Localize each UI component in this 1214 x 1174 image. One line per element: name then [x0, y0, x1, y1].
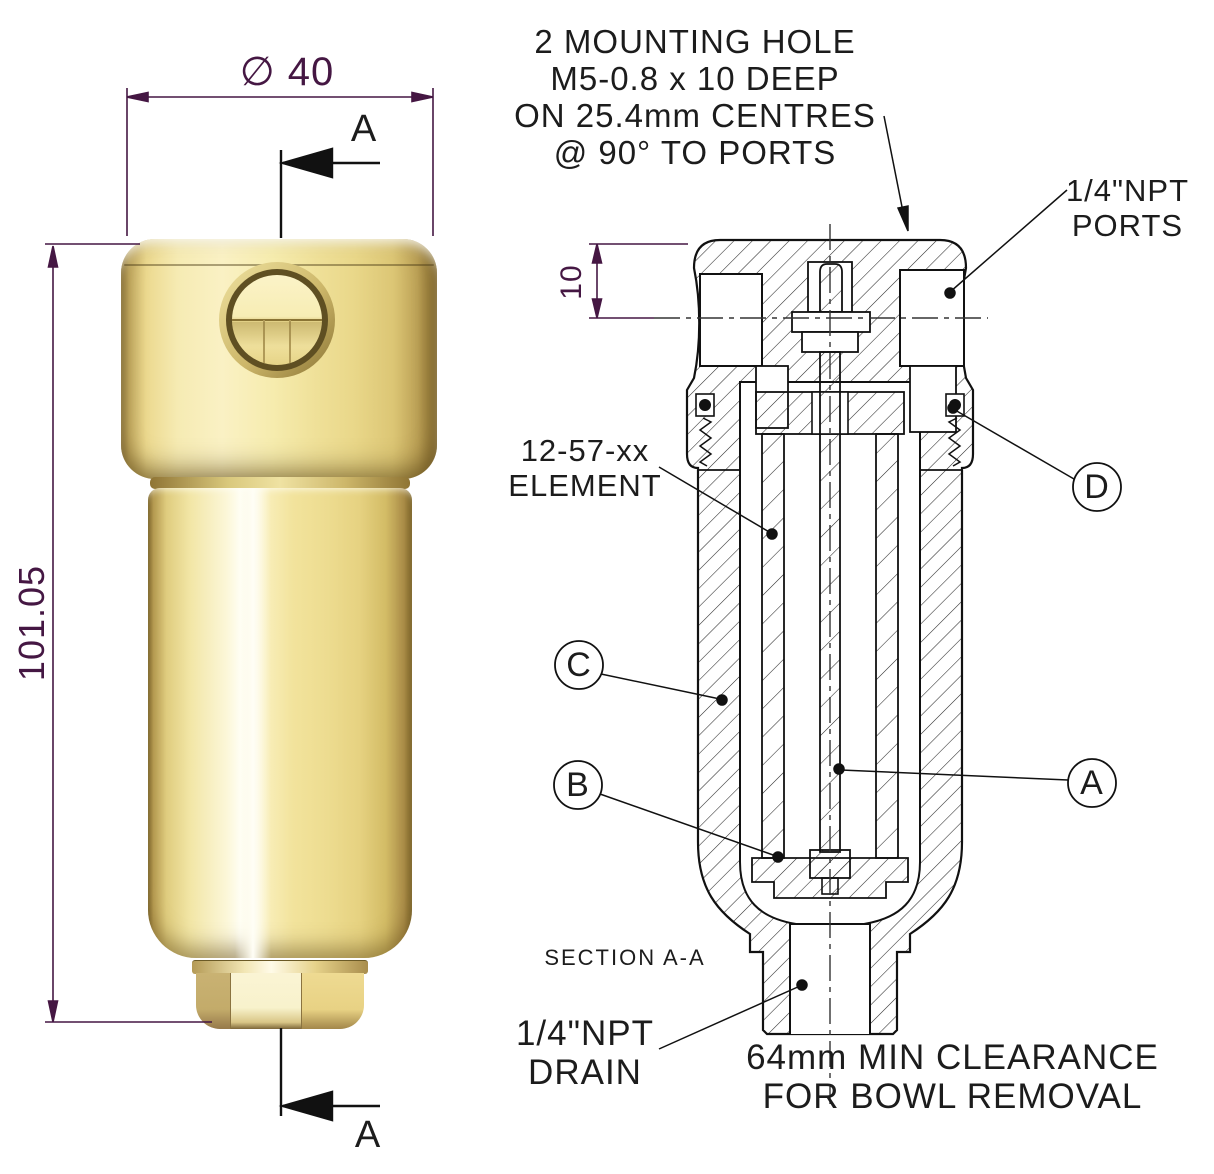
ports-label-line2: PORTS: [1071, 207, 1184, 243]
ports-label-line1: 1/4"NPT: [1065, 173, 1190, 208]
element-wall-left: [761, 433, 785, 859]
dim-height-label: 101.05: [11, 564, 52, 682]
thread-left: [698, 417, 713, 467]
section-marker-a-top: A: [350, 108, 378, 150]
clearance-note: 64mm MIN CLEARANCE FOR BOWL REMOVAL: [725, 1038, 1180, 1116]
mounting-note-line2: M5-0.8 x 10 DEEP: [550, 59, 840, 97]
oring-left: [699, 399, 711, 411]
stud-washer: [791, 311, 871, 333]
drain-label-line1: 1/4"NPT: [515, 1014, 655, 1053]
mounting-note-line4: @ 90° TO PORTS: [553, 133, 837, 171]
filter-bowl-highlight: [235, 488, 272, 958]
filter-port-slot-line: [262, 320, 265, 365]
hex-nut-facet-left: [196, 973, 231, 1029]
element-label-line2: ELEMENT: [508, 467, 662, 503]
callout-circle-c: [554, 640, 604, 690]
ports-label: 1/4"NPT PORTS: [1040, 173, 1214, 243]
filter-port-shade: [232, 321, 322, 365]
hex-nut-facet-right: [302, 973, 364, 1029]
filter-port-opening: [219, 262, 335, 378]
dim-port-depth-label: 10: [555, 264, 588, 300]
element-label: 12-57-xx ELEMENT: [500, 433, 670, 503]
filter-port-slot-line: [288, 320, 291, 365]
element-label-line1: 12-57-xx: [520, 433, 650, 468]
clearance-note-line2: FOR BOWL REMOVAL: [762, 1077, 1143, 1117]
mounting-note: 2 MOUNTING HOLE M5-0.8 x 10 DEEP ON 25.4…: [470, 23, 920, 172]
leaders: [599, 115, 1075, 1050]
section-arrow-top: [278, 147, 380, 238]
filter-nut-flange: [192, 960, 368, 974]
filter-head-bowl-seam: [150, 477, 410, 489]
filter-port-rim: [226, 269, 328, 371]
mounting-note-line1: 2 MOUNTING HOLE: [534, 23, 856, 60]
callout-circles: [553, 462, 1122, 810]
callout-b: B: [566, 765, 590, 804]
thread-right: [947, 417, 962, 467]
callout-d: D: [1084, 467, 1110, 506]
center-stud-top: [819, 263, 843, 313]
dimension-diameter: [126, 88, 434, 236]
filter-bowl-render: [148, 488, 412, 958]
dim-diameter-label: ∅ 40: [239, 50, 335, 94]
dimension-port-depth: [589, 243, 688, 319]
drain-label-line2: DRAIN: [528, 1053, 642, 1093]
callout-c: C: [566, 645, 592, 684]
filter-port-bore: [232, 275, 322, 365]
drain-label: 1/4"NPT DRAIN: [500, 1014, 670, 1092]
callout-a: A: [1080, 763, 1104, 802]
callout-circle-a: [1067, 758, 1117, 808]
section-left-port: [699, 273, 763, 367]
mounting-note-line3: ON 25.4mm CENTRES: [514, 96, 876, 134]
callout-circle-d: [1072, 462, 1122, 512]
section-marker-a-bottom: A: [354, 1114, 382, 1156]
filter-hex-nut: [196, 973, 364, 1029]
filter-port-ledge-line: [232, 319, 322, 322]
callout-circle-b: [553, 760, 603, 810]
dimension-height: [45, 243, 212, 1023]
hex-nut-facet-middle: [231, 973, 302, 1029]
element-wall-right: [875, 433, 899, 859]
section-title: SECTION A-A: [544, 945, 706, 970]
section-arrow-bottom: [278, 1028, 380, 1122]
clearance-note-line1: 64mm MIN CLEARANCE: [746, 1038, 1159, 1077]
